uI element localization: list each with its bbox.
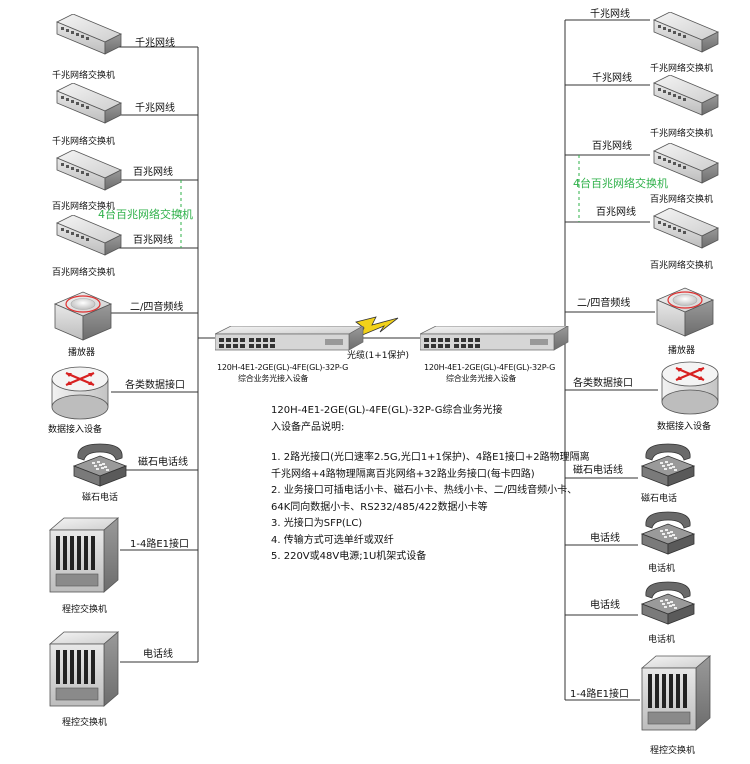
device-label: 磁石电话 [82,493,119,503]
device-label: 数据接入设备 [48,425,103,435]
description-item: 5. 220V或48V电源;1U机架式设备 [271,551,427,562]
device-label: 程控交换机 [650,746,696,756]
description-item: 4. 传输方式可选单纤或双纤 [271,534,394,546]
device-label: 程控交换机 [62,718,108,728]
line-label: 1-4路E1接口 [570,689,630,700]
line-label: 千兆网线 [135,103,175,114]
device-label: 播放器 [668,346,696,356]
line-label: 磁石电话线 [138,457,188,468]
device-label: 百兆网络交换机 [650,261,714,271]
router-icon [660,360,720,416]
line-label: 各类数据接口 [573,378,633,389]
switch-icon [650,208,720,250]
device-label: 磁石电话 [641,494,678,504]
product-description: 120H-4E1-2GE(GL)-4FE(GL)-32P-G综合业务光接入设备产… [271,403,591,566]
unit-model: 120H-4E1-2GE(GL)-4FE(GL)-32P-G [217,363,349,372]
line-label: 千兆网线 [135,38,175,49]
device-label: 百兆网络交换机 [52,268,116,278]
line-label: 千兆网线 [592,73,632,84]
fiber-label: 光缆(1+1保护) [347,351,410,361]
pbx-icon [48,516,120,594]
line-label: 千兆网线 [590,9,630,20]
line-label: 百兆网线 [592,141,632,152]
line-label: 百兆网线 [596,207,636,218]
device-label: 程控交换机 [62,605,108,615]
device-label: 百兆网络交换机 [52,202,116,212]
switch-icon [650,75,720,117]
phone-icon [68,440,132,490]
device-label: 百兆网络交换机 [650,195,714,205]
phone-icon [636,578,700,628]
device-label: 千兆网络交换机 [650,64,714,74]
device-label: 播放器 [68,348,96,358]
line-label: 电话线 [590,600,620,611]
switch-icon [53,14,123,56]
phone-icon [636,508,700,558]
line-label: 各类数据接口 [125,380,185,391]
pbx-icon [48,630,120,708]
description-item: 3. 光接口为SFP(LC) [271,518,363,529]
device-label: 电话机 [648,635,676,645]
unit-name: 综合业务光接入设备 [238,374,309,383]
device-label: 千兆网络交换机 [52,71,116,81]
description-item: 2. 业务接口可插电话小卡、磁石小卡、热线小卡、二/四线音频小卡、64K同向数据… [271,485,578,513]
group-note: 4台百兆网络交换机 [573,177,668,190]
line-label: 1-4路E1接口 [130,539,190,550]
unit-model: 120H-4E1-2GE(GL)-4FE(GL)-32P-G [424,363,556,372]
optical-access-unit-left [215,326,365,352]
pbx-icon [640,654,712,732]
line-label: 二/四音频线 [130,302,184,313]
player-icon [655,286,715,338]
switch-icon [53,215,123,257]
group-note: 4台百兆网络交换机 [98,208,193,221]
optical-access-unit-right [420,326,570,352]
device-label: 数据接入设备 [657,422,712,432]
phone-icon [636,440,700,490]
device-label: 千兆网络交换机 [650,129,714,139]
router-icon [50,365,110,421]
line-label: 电话线 [143,649,173,660]
line-label: 二/四音频线 [577,298,631,309]
unit-name: 综合业务光接入设备 [446,374,517,383]
switch-icon [53,150,123,192]
switch-icon [53,83,123,125]
description-title: 120H-4E1-2GE(GL)-4FE(GL)-32P-G综合业务光接入设备产… [271,405,503,433]
description-item: 1. 2路光接口(光口速率2.5G,光口1+1保护)、4路E1接口+2路物理隔离… [271,452,590,480]
line-label: 百兆网线 [133,235,173,246]
device-label: 千兆网络交换机 [52,137,116,147]
device-label: 电话机 [648,564,676,574]
player-icon [53,290,113,342]
line-label: 电话线 [590,533,620,544]
line-label: 百兆网线 [133,167,173,178]
switch-icon [650,12,720,54]
line-label: 磁石电话线 [573,465,623,476]
